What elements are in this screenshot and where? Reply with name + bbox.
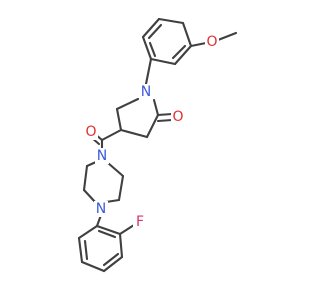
atom-o-ketone: O: [171, 109, 185, 125]
methoxyphenyl-ring: [141, 17, 193, 66]
atom-n-piperazine-bottom: N: [94, 201, 108, 217]
molecule-diagram: N O O O N N F: [77, 17, 238, 273]
atom-n-pyrrolidinone: N: [139, 84, 153, 100]
svg-text:N: N: [96, 201, 106, 217]
svg-text:N: N: [97, 148, 107, 164]
atom-o-carbonyl: O: [84, 124, 98, 140]
fluorophenyl-ring: [77, 224, 124, 273]
svg-text:O: O: [85, 124, 96, 140]
atom-f-fluoro: F: [133, 214, 147, 230]
pyrrolidinone-ring: [115, 97, 160, 139]
svg-text:F: F: [136, 214, 144, 230]
piperazine-ring: [82, 160, 125, 205]
bond-n-aryl: [144, 57, 153, 86]
svg-text:N: N: [141, 84, 151, 100]
ketone-double-bond: [156, 112, 174, 123]
svg-text:O: O: [206, 34, 217, 50]
methoxy-group: [189, 31, 238, 48]
svg-text:O: O: [172, 109, 183, 125]
atom-n-piperazine-top: N: [95, 148, 109, 164]
atom-o-methoxy: O: [205, 34, 219, 50]
bond-c-f: [118, 223, 136, 236]
